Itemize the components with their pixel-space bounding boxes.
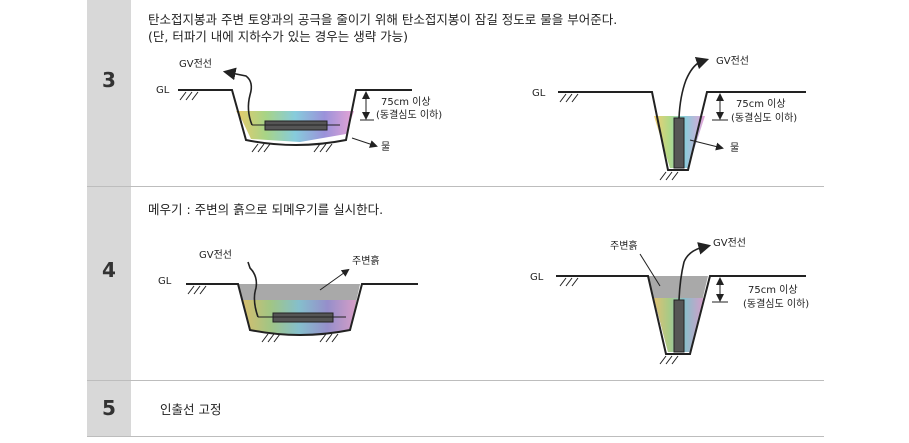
step4-horizontal-diagram: GL GV전선 주변흙 <box>158 249 418 343</box>
carbon-ground-rod <box>673 117 685 169</box>
step-description: 인출선 고정 <box>160 402 222 417</box>
wire-label: GV전선 <box>716 55 749 67</box>
water-leader <box>351 137 378 148</box>
wire-label: GV전선 <box>713 237 746 249</box>
gl-label: GL <box>156 85 170 96</box>
soil-label: 주변흙 <box>352 254 380 267</box>
step3-vertical-diagram: GL GV전선 75cm 이상 (동결심도 이하) 물 <box>532 55 806 181</box>
row-divider <box>87 436 824 437</box>
ground-hatch <box>559 277 679 365</box>
trench-outline <box>186 283 418 336</box>
step-description: 메우기 : 주변의 흙으로 되메우기를 실시한다. <box>148 202 384 217</box>
gv-wire <box>678 56 710 119</box>
soil-label: 주변흙 <box>610 239 638 252</box>
ground-hatch <box>187 285 339 343</box>
gl-label: GL <box>532 88 546 99</box>
gv-wire <box>678 242 712 301</box>
soil-leader <box>639 253 661 287</box>
carbon-ground-rod <box>673 299 685 353</box>
frost-depth-label: (동결심도 이하) <box>743 297 809 310</box>
trench-outline <box>178 89 412 146</box>
wire-label: GV전선 <box>179 58 212 70</box>
depth-label: 75cm 이상 <box>748 284 798 296</box>
water-label: 물 <box>730 142 739 154</box>
step-number: 5 <box>102 396 116 420</box>
depth-label: 75cm 이상 <box>381 96 431 108</box>
gv-wire <box>247 261 259 318</box>
gl-label: GL <box>530 272 544 283</box>
water-leader <box>689 139 724 151</box>
soil-leader <box>319 268 350 291</box>
ground-hatch <box>559 93 679 181</box>
frost-depth-label: (동결심도 이하) <box>376 108 442 121</box>
water-label: 물 <box>381 141 390 153</box>
step-note: (단, 터파기 내에 지하수가 있는 경우는 생략 가능) <box>148 29 409 44</box>
gl-label: GL <box>158 276 172 287</box>
frost-depth-label: (동결심도 이하) <box>731 111 797 124</box>
wire-label: GV전선 <box>199 249 232 261</box>
gv-wire <box>222 67 253 126</box>
row-divider <box>87 186 824 187</box>
ground-hatch <box>179 91 333 153</box>
row-divider <box>87 380 824 381</box>
step-number: 3 <box>102 68 116 92</box>
step-number: 4 <box>102 258 116 282</box>
step4-vertical-diagram: GL 주변흙 GV전선 75cm 이상 (동결심도 이하) <box>530 237 809 365</box>
trench-outline <box>556 275 806 355</box>
step-number-column <box>87 0 131 437</box>
step-description: 탄소접지봉과 주변 토양과의 공극을 줄이기 위해 탄소접지봉이 잠길 정도로 … <box>148 12 618 27</box>
step3-horizontal-diagram: GL GV전선 75cm 이상 (동결심도 이하) 물 <box>156 58 442 153</box>
depth-label: 75cm 이상 <box>736 98 786 110</box>
trench-outline <box>558 91 806 171</box>
